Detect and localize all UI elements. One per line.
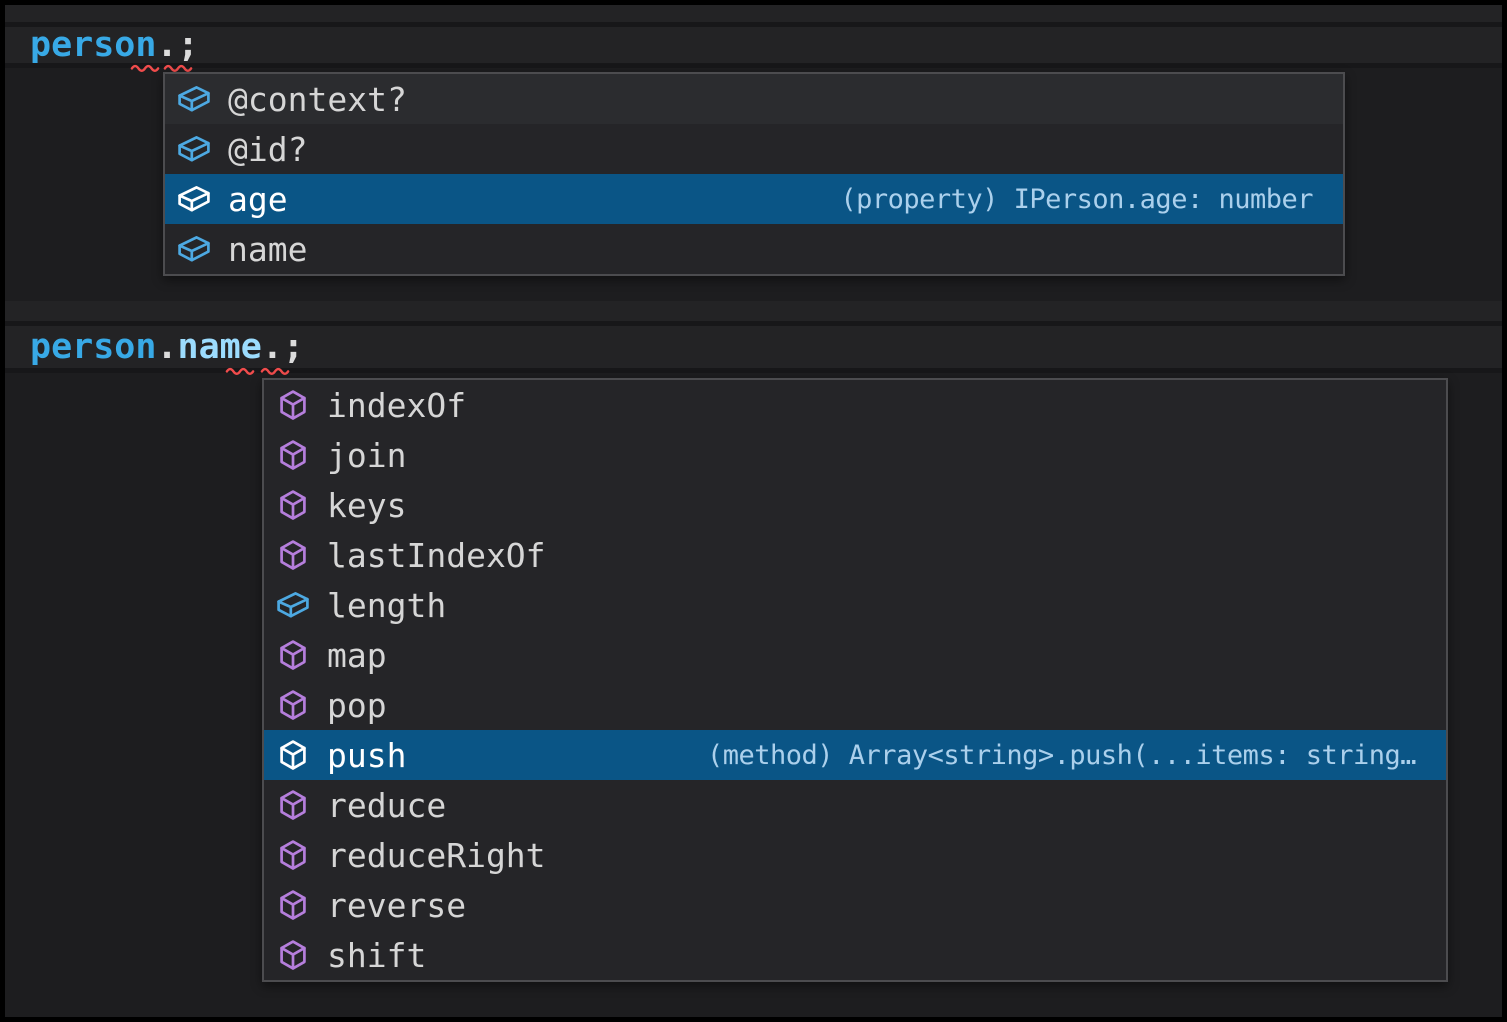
symbol-method-icon (277, 789, 309, 821)
symbol-method-icon (277, 639, 309, 671)
suggestion-label: shift (327, 935, 427, 975)
editor-empty-band-2 (5, 301, 1502, 326)
suggestion-label: name (228, 229, 308, 269)
dot-token: . (156, 25, 178, 65)
suggestion-label: reduce (327, 785, 447, 825)
suggestion-label: reverse (327, 885, 467, 925)
suggestion-detail: (method) Array<string>.push(...items: st… (707, 739, 1417, 771)
error-squiggle (163, 62, 193, 72)
suggestion-label: keys (327, 485, 407, 525)
symbol-method-icon (277, 939, 309, 971)
suggestion-label: join (327, 435, 407, 475)
suggestion-label: age (228, 179, 288, 219)
symbol-method-icon (277, 539, 309, 571)
suggestion-item-context[interactable]: @context? (165, 74, 1343, 124)
suggestion-label: @id? (228, 129, 308, 169)
suggestion-label: indexOf (327, 385, 467, 425)
symbol-field-icon (178, 83, 210, 115)
suggestion-detail: (property) IPerson.age: number (840, 183, 1313, 215)
suggestion-label: push (327, 735, 407, 775)
suggestion-label: pop (327, 685, 387, 725)
symbol-method-icon (277, 689, 309, 721)
error-squiggle (225, 365, 255, 375)
suggestion-item-reduce[interactable]: reduce (264, 780, 1446, 830)
semicolon-token: ; (282, 327, 304, 367)
symbol-method-icon (277, 389, 309, 421)
variable-token: person (30, 25, 157, 65)
symbol-method-icon (277, 839, 309, 871)
suggestion-label: length (327, 585, 447, 625)
suggestion-item-reduceright[interactable]: reduceRight (264, 830, 1446, 880)
symbol-method-icon (277, 489, 309, 521)
suggestion-item-shift[interactable]: shift (264, 930, 1446, 980)
suggestion-item-keys[interactable]: keys (264, 480, 1446, 530)
dot-token: . (261, 327, 283, 367)
variable-token: person (30, 327, 157, 367)
symbol-method-icon (277, 439, 309, 471)
suggestion-label: reduceRight (327, 835, 546, 875)
suggestion-label: map (327, 635, 387, 675)
property-token: name (177, 327, 262, 367)
suggest-widget-name: indexOf join keys lastIndexOf length map (262, 378, 1448, 982)
suggestion-label: lastIndexOf (327, 535, 546, 575)
suggestion-label: @context? (228, 79, 407, 119)
suggestion-item-map[interactable]: map (264, 630, 1446, 680)
suggestion-item-name[interactable]: name (165, 224, 1343, 274)
symbol-field-icon (178, 233, 210, 265)
suggestion-item-reverse[interactable]: reverse (264, 880, 1446, 930)
code-line-person[interactable]: person.; (5, 27, 1502, 68)
suggestion-item-join[interactable]: join (264, 430, 1446, 480)
symbol-method-icon (277, 739, 309, 771)
symbol-field-icon (277, 589, 309, 621)
suggestion-item-pop[interactable]: pop (264, 680, 1446, 730)
suggestion-item-age-selected[interactable]: age (property) IPerson.age: number (165, 174, 1343, 224)
symbol-field-icon (178, 133, 210, 165)
symbol-method-icon (277, 889, 309, 921)
suggestion-item-length[interactable]: length (264, 580, 1446, 630)
suggestion-item-lastindexof[interactable]: lastIndexOf (264, 530, 1446, 580)
editor-empty-band-1 (5, 5, 1502, 27)
dot-token: . (156, 327, 178, 367)
suggest-widget-person: @context? @id? age (property) IPerson.ag… (163, 72, 1345, 276)
semicolon-token: ; (177, 25, 199, 65)
suggestion-item-push-selected[interactable]: push (method) Array<string>.push(...item… (264, 730, 1446, 780)
error-squiggle (130, 62, 160, 72)
suggestion-item-id[interactable]: @id? (165, 124, 1343, 174)
editor-background: person.; @context? @id? age (property) I… (5, 5, 1502, 1017)
code-line-person-name[interactable]: person.name.; (5, 326, 1502, 373)
suggestion-item-indexof[interactable]: indexOf (264, 380, 1446, 430)
error-squiggle (260, 365, 290, 375)
symbol-field-icon (178, 183, 210, 215)
